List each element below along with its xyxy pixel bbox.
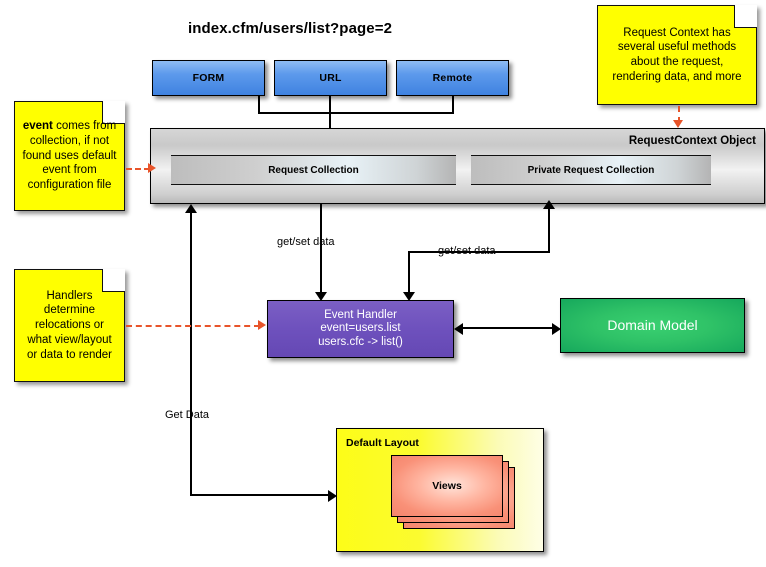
getset-right-down-arrow [403, 292, 415, 301]
note-event: event comes from collection, if not foun… [14, 101, 125, 211]
request-collection[interactable]: Request Collection [171, 155, 456, 185]
getset-left-arrow [315, 292, 327, 301]
url-box-label: URL [319, 71, 342, 84]
default-layout-box[interactable]: Default Layout Views [336, 428, 544, 552]
get-data-hline [190, 494, 332, 496]
note-fold-corner [734, 5, 757, 28]
request-collection-label: Request Collection [268, 164, 359, 176]
event-handler-method: users.cfc -> list() [318, 335, 403, 348]
default-layout-title: Default Layout [346, 437, 419, 449]
getset-right-up-arrow [543, 200, 555, 209]
form-box-label: FORM [192, 71, 225, 84]
handler-domain-left-arrow [454, 323, 463, 335]
note-handlers-connector [126, 325, 260, 327]
remote-connector-vline [452, 96, 454, 114]
remote-box[interactable]: Remote [396, 60, 509, 96]
form-box[interactable]: FORM [152, 60, 265, 96]
event-handler-event: event=users.list [320, 322, 401, 335]
domain-model-box[interactable]: Domain Model [560, 298, 745, 353]
input-bus-hline [258, 112, 454, 114]
page-title: index.cfm/users/list?page=2 [187, 20, 393, 37]
note-handlers: Handlers determine relocations or what v… [14, 269, 125, 382]
note-event-connector-arrow [148, 163, 156, 173]
getset-right-up-vline [548, 208, 550, 252]
url-connector-vline [329, 96, 331, 108]
form-connector-vline [258, 96, 260, 114]
note-fold-corner [102, 269, 125, 292]
getset-left-vline [320, 204, 322, 296]
handler-domain-right-arrow [552, 323, 561, 335]
request-context-label: RequestContext Object [628, 135, 756, 147]
get-data-up-arrow [185, 204, 197, 213]
get-data-caption: Get Data [165, 409, 210, 421]
handler-domain-hline [460, 327, 555, 329]
note-event-connector [126, 168, 150, 170]
note-handlers-connector-arrow [258, 320, 266, 330]
note-context-text: Request Context has several useful metho… [612, 26, 742, 83]
view-card-front[interactable]: Views [391, 455, 503, 517]
note-fold-corner [102, 101, 125, 124]
getset-right-hline [408, 251, 550, 253]
note-handlers-text: Handlers determine relocations or what v… [26, 289, 113, 361]
get-data-vline [190, 212, 192, 496]
views-label: Views [432, 480, 462, 492]
event-handler-box[interactable]: Event Handler event=users.list users.cfc… [267, 300, 454, 358]
event-handler-title: Event Handler [324, 308, 397, 321]
note-event-bold: event [22, 120, 53, 133]
note-event-text: comes from collection, if not found uses… [22, 120, 117, 192]
url-box[interactable]: URL [274, 60, 387, 96]
remote-box-label: Remote [432, 71, 473, 84]
domain-model-label: Domain Model [607, 317, 698, 334]
getset-right-down-vline [408, 252, 410, 296]
get-data-right-arrow [328, 490, 337, 502]
request-context-object[interactable]: RequestContext Object Request Collection… [150, 128, 765, 204]
getset-left-caption: get/set data [277, 236, 335, 248]
private-request-collection[interactable]: Private Request Collection [471, 155, 711, 185]
note-context-connector-arrow [673, 120, 683, 128]
bus-drop-vline [329, 108, 331, 125]
note-context-connector [678, 106, 680, 123]
note-request-context: Request Context has several useful metho… [597, 5, 757, 105]
getset-right-caption: get/set data [438, 245, 496, 257]
private-request-collection-label: Private Request Collection [527, 164, 655, 176]
